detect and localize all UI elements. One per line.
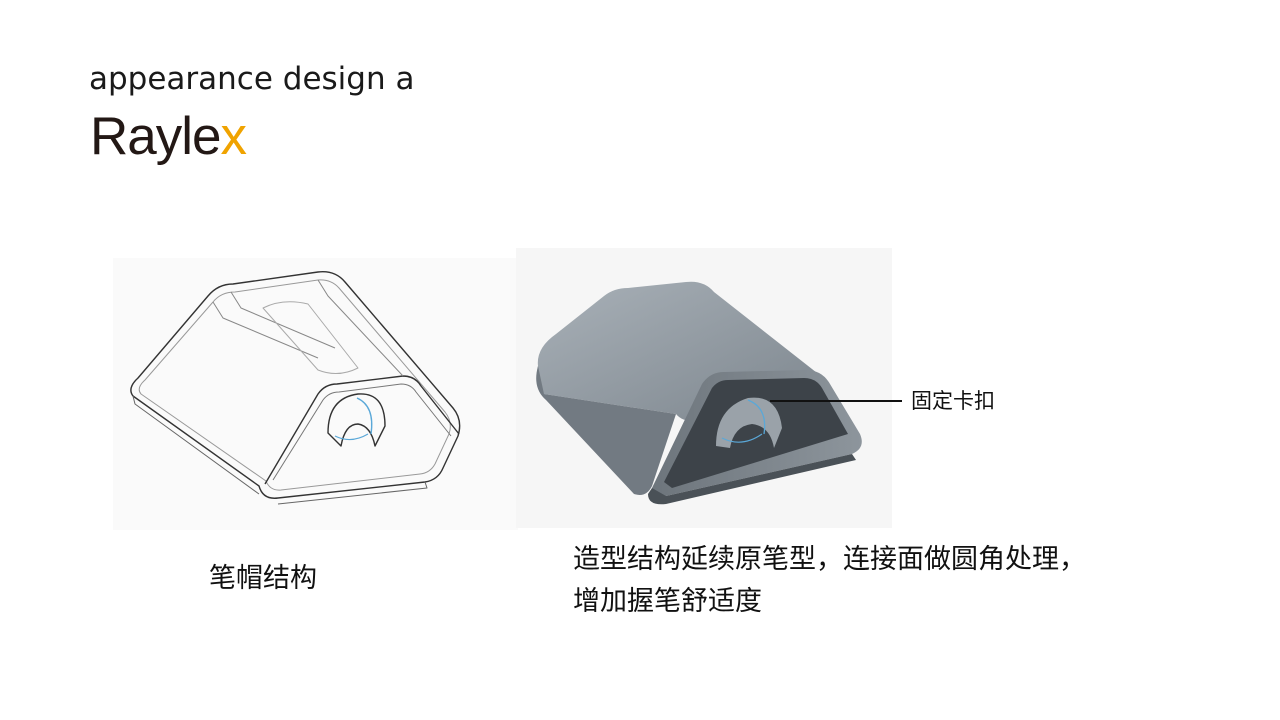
page-heading: appearance design a [89,61,415,97]
callout-label: 固定卡扣 [911,389,995,413]
description-line-1: 造型结构延续原笔型，连接面做圆角处理， [573,544,1086,575]
raylex-logo: Raylex [90,106,280,172]
render-figure [516,248,892,528]
description-line-2: 增加握笔舒适度 [573,586,762,617]
callout-leader-line [770,400,902,402]
left-caption: 笔帽结构 [209,563,317,594]
wireframe-figure [113,258,518,530]
description-text: 造型结构延续原笔型，连接面做圆角处理， 增加握笔舒适度 [573,539,1213,623]
pen-cap-wireframe-icon [130,271,461,505]
pen-cap-solid-render-icon [536,281,862,505]
logo-wordmark: Raylex [90,107,247,166]
